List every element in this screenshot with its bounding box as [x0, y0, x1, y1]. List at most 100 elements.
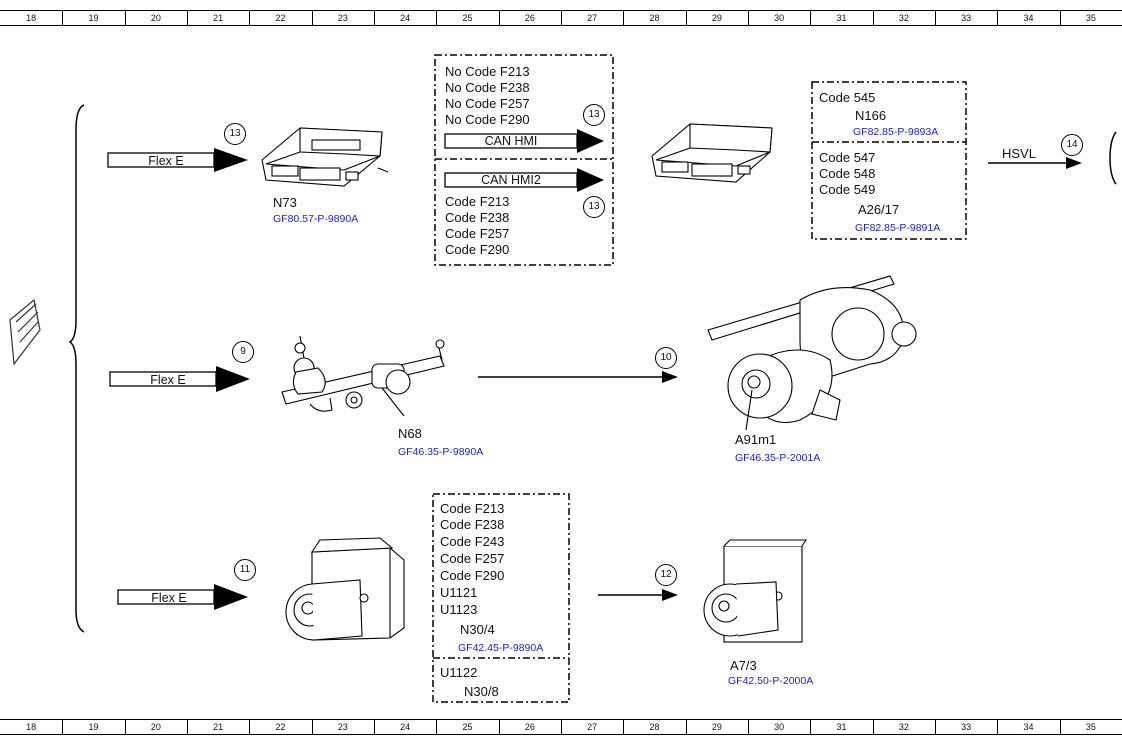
- ruler-divider: [187, 720, 188, 734]
- ruler-divider: [810, 720, 812, 734]
- n68-module-ref[interactable]: GF46.35-P-9890A: [398, 446, 484, 458]
- ruler-divider: [561, 11, 562, 25]
- ruler-divider: [436, 720, 438, 734]
- row2-link-arrow-head: [662, 371, 678, 383]
- a7-3-ref[interactable]: GF42.50-P-2000A: [728, 675, 814, 687]
- ruler-divider: [935, 720, 936, 734]
- ruler-column-label: 23: [337, 722, 348, 732]
- ruler-divider: [810, 11, 812, 25]
- ruler-divider: [685, 720, 687, 734]
- right-box-top-ref[interactable]: GF82.85-P-9893A: [853, 126, 939, 138]
- row3-box-line-7: U1123: [440, 602, 478, 617]
- row3-box-line-6: U1121: [440, 585, 478, 600]
- row3-input-arrow-head: [214, 584, 248, 610]
- n30-8-module-name: N30/8: [464, 684, 499, 699]
- ruler-divider: [249, 720, 251, 734]
- row1-box-top-line-1: No Code F213: [445, 64, 530, 79]
- ruler-divider: [935, 11, 936, 25]
- right-partial-brace: [1109, 131, 1117, 185]
- hsvl-label: HSVL: [1002, 146, 1036, 161]
- ruler-column-label: 30: [774, 722, 785, 732]
- row1-box-top-line-4: No Code F290: [445, 112, 530, 127]
- a73-unit-sketch: [703, 539, 808, 643]
- ruler-divider: [623, 720, 625, 734]
- row2-link-marker: 10: [655, 347, 677, 369]
- ruler-divider: [1059, 11, 1061, 25]
- can-hmi-marker: 13: [583, 104, 605, 126]
- row3-code-box-outline: [432, 493, 570, 703]
- ruler-column-label: 32: [898, 13, 909, 23]
- ruler-divider: [374, 720, 375, 734]
- n73-module-ref[interactable]: GF80.57-P-9890A: [273, 213, 359, 225]
- ruler-column-label: 21: [213, 13, 224, 23]
- ruler-column-label: 18: [26, 722, 37, 732]
- a91m1-ref[interactable]: GF46.35-P-2001A: [735, 452, 821, 464]
- a7-3-name: A7/3: [730, 658, 757, 673]
- row3-input-marker: 11: [234, 559, 256, 581]
- abs-unit-sketch: [285, 537, 405, 641]
- row1-box-bottom-line-3: Code F257: [445, 226, 510, 241]
- a91m1-motor-sketch: [707, 275, 917, 431]
- n30-4-module-ref[interactable]: GF42.45-P-9890A: [458, 642, 544, 654]
- ruler-divider: [124, 11, 126, 25]
- ruler-divider: [187, 11, 188, 25]
- right-box-top-code: Code 545: [819, 90, 876, 105]
- can-hmi-label: CAN HMI: [484, 134, 538, 148]
- target-module-sketch: [651, 123, 773, 183]
- can-hmi-arrow-head: [577, 129, 604, 153]
- ruler-divider: [997, 11, 999, 25]
- ruler-column-label: 21: [213, 722, 224, 732]
- ruler-column-label: 22: [275, 722, 286, 732]
- ruler-divider: [685, 11, 687, 25]
- n73-module-sketch: [261, 127, 389, 187]
- ruler-divider: [997, 720, 999, 734]
- ruler-column-label: 25: [462, 13, 473, 23]
- row1-box-bottom-line-1: Code F213: [445, 194, 510, 209]
- row1-code-box-outline: [434, 54, 614, 266]
- ruler-column-label: 22: [275, 13, 286, 23]
- row2-input-label: Flex E: [150, 373, 186, 387]
- ruler-column-label: 28: [649, 13, 660, 23]
- ruler-divider: [374, 11, 375, 25]
- ruler-divider: [623, 11, 625, 25]
- ruler-column-label: 29: [711, 722, 722, 732]
- ruler-column-label: 26: [524, 13, 535, 23]
- ruler-column-label: 18: [26, 13, 37, 23]
- ruler-column-label: 29: [711, 13, 722, 23]
- row1-input-marker: 13: [224, 123, 246, 145]
- right-box-bottom-module: A26/17: [858, 202, 900, 217]
- ruler-divider: [498, 720, 500, 734]
- ruler-divider: [748, 11, 749, 25]
- n73-module-name: N73: [273, 195, 297, 210]
- right-code-box-outline: [811, 81, 967, 240]
- ruler-column-label: 35: [1085, 13, 1096, 23]
- right-box-bottom-code-3: Code 549: [819, 182, 876, 197]
- ruler-divider: [311, 720, 313, 734]
- can-hmi2-label: CAN HMI2: [481, 173, 541, 187]
- row1-box-bottom-line-2: Code F238: [445, 210, 510, 225]
- row1-input-label: Flex E: [148, 154, 184, 168]
- ruler-column-label: 19: [88, 722, 99, 732]
- left-partial-part: [9, 298, 41, 366]
- can-hmi2-arrow-head: [577, 168, 604, 192]
- right-box-bottom-ref[interactable]: GF82.85-P-9891A: [855, 222, 941, 234]
- ruler-divider: [872, 11, 874, 25]
- ruler-divider: [249, 11, 251, 25]
- ruler-divider: [872, 720, 874, 734]
- ruler-divider: [62, 11, 64, 25]
- right-box-bottom-code-1: Code 547: [819, 150, 876, 165]
- ruler-column-label: 31: [836, 13, 847, 23]
- ruler-column-label: 24: [400, 13, 411, 23]
- ruler-column-label: 35: [1085, 722, 1096, 732]
- row3-box-line-2: Code F238: [440, 517, 505, 532]
- row3-box-line-4: Code F257: [440, 551, 505, 566]
- right-box-top-module: N166: [855, 108, 887, 123]
- ruler-divider: [498, 11, 500, 25]
- ruler-divider: [436, 11, 438, 25]
- ruler-column-label: 25: [462, 722, 473, 732]
- row3-box-line-5: Code F290: [440, 568, 505, 583]
- ruler-divider: [62, 720, 64, 734]
